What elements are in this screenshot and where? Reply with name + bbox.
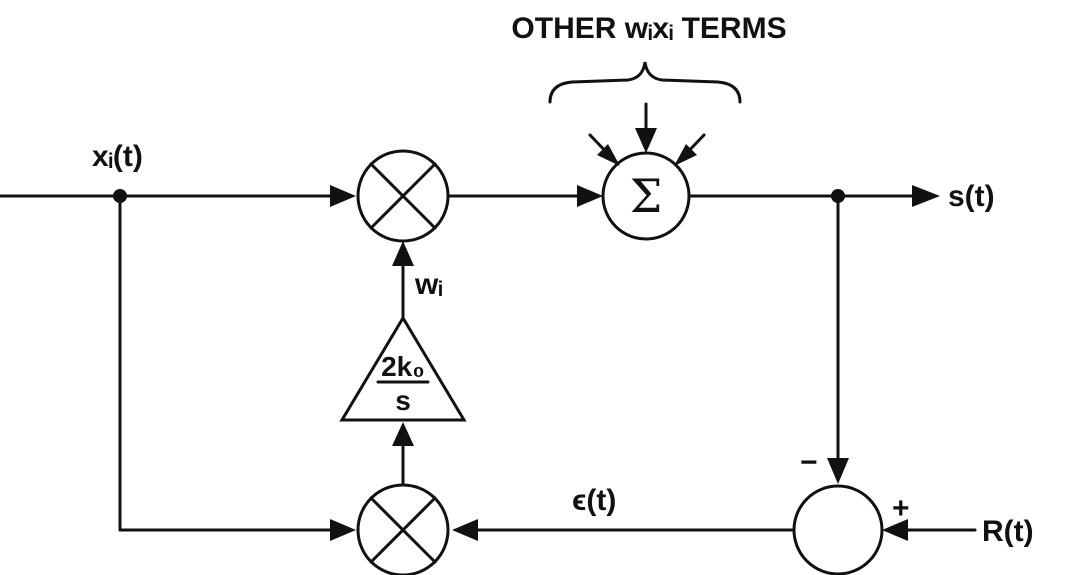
summer-sigma: Σ [630, 169, 663, 223]
integrator-block [339, 315, 467, 422]
top-multiplier-cross-b [369, 162, 437, 230]
other-terms-label: OTHER wᵢxᵢ TERMS [511, 12, 786, 45]
output-label: s(t) [948, 180, 995, 213]
weight-label: wᵢ [414, 268, 443, 301]
output-arrow [912, 185, 940, 207]
input-label: xᵢ(t) [92, 140, 143, 173]
gain-denominator: s [395, 385, 411, 416]
other-term-arrow-center [635, 128, 657, 153]
bottom-multiplier-cross-b [369, 496, 437, 564]
comparator-node [792, 484, 884, 575]
error-label: ϵ(t) [572, 484, 616, 517]
reference-arrow [882, 519, 908, 541]
weight-arrow [392, 241, 414, 266]
error-arrow [452, 519, 478, 541]
other-term-arrow-right [674, 144, 697, 166]
minus-sign: − [800, 446, 818, 479]
feedback-arrow [827, 458, 849, 484]
integrator-input-arrow [392, 422, 414, 446]
gain-numerator: 2k₀ [381, 351, 425, 382]
plus-sign: + [892, 492, 910, 525]
summer-input-arrow [577, 185, 603, 207]
input-branch-arrow [330, 519, 356, 541]
other-terms-brace [548, 61, 742, 104]
input-arrow [330, 185, 356, 207]
reference-label: R(t) [982, 515, 1034, 548]
other-term-arrow-left [597, 144, 620, 166]
